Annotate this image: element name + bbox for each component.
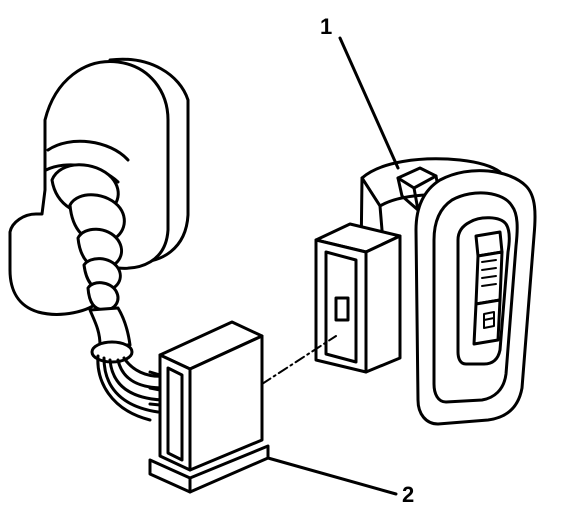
harness-connector bbox=[148, 320, 270, 494]
window-switch bbox=[314, 157, 537, 426]
callout-1-label: 1 bbox=[320, 14, 332, 39]
callout-2-label: 2 bbox=[402, 482, 414, 507]
callout-1-leader bbox=[338, 36, 400, 170]
wiring-harness bbox=[8, 57, 190, 422]
alignment-line bbox=[261, 335, 337, 385]
callout-2-leader bbox=[266, 456, 398, 496]
